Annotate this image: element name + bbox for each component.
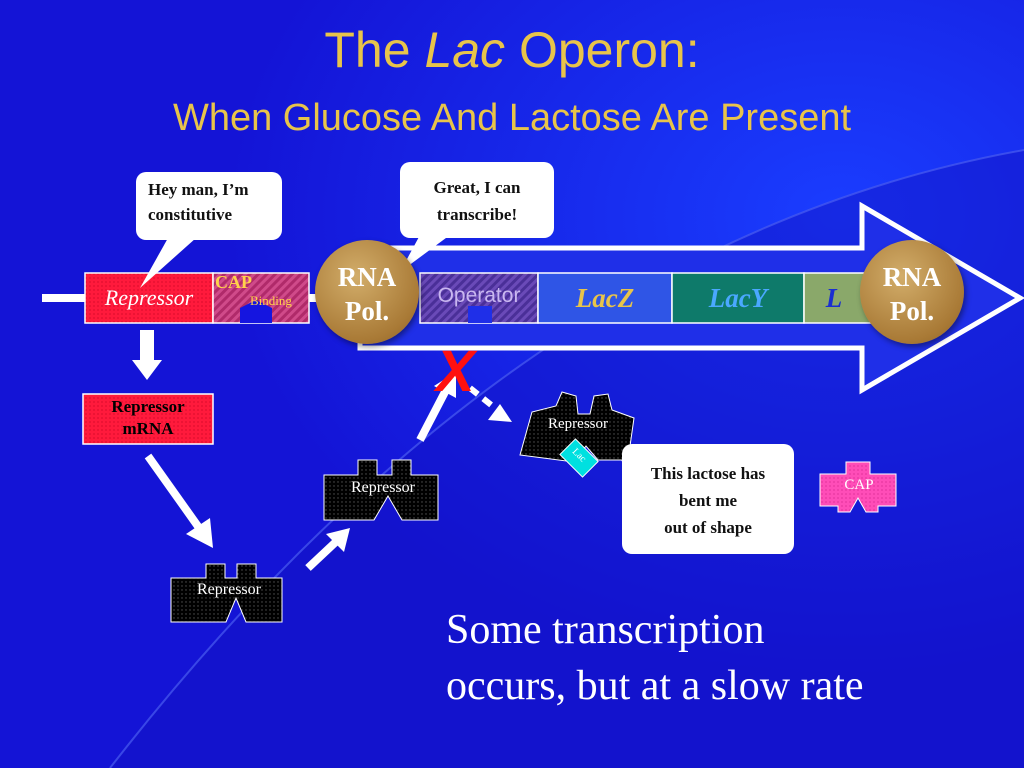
bubble-line: Great, I can xyxy=(433,178,521,197)
operator-notch xyxy=(468,306,492,323)
bubble-line: This lactose has xyxy=(650,464,766,483)
conclusion-line1: Some transcription xyxy=(446,607,765,653)
slide-subtitle: When Glucose And Lactose Are Present xyxy=(172,97,852,139)
operator-label: Operator xyxy=(437,284,521,307)
repressor-mrna-box xyxy=(82,393,214,445)
rna-pol-line2: Pol. xyxy=(889,296,935,326)
cap-protein-label: CAP xyxy=(844,477,874,493)
conclusion-text: Some transcription occurs, but at a slow… xyxy=(446,602,1006,714)
repressor-bubble-tail xyxy=(140,238,196,288)
down-arrow xyxy=(132,330,162,380)
bubble-line: constitutive xyxy=(148,205,233,224)
mrna-line2: mRNA xyxy=(122,419,174,438)
title-lac: Lac xyxy=(424,22,506,78)
arrow-repressor-to-repressor xyxy=(305,535,343,571)
rna-pol-line1: RNA xyxy=(337,262,397,292)
polymerase-speech-bubble: Great, I can transcribe! xyxy=(400,162,554,238)
dashed-arrow xyxy=(468,385,502,415)
repressor-protein-bottom xyxy=(170,563,283,623)
laca-label: L xyxy=(825,283,843,313)
repressor-protein-label: Repressor xyxy=(351,479,415,496)
arrow-repressor-to-operator xyxy=(416,388,450,442)
repressor-protein-label: Repressor xyxy=(197,581,261,598)
cap-site-label: CAP xyxy=(215,272,252,292)
bubble-line: out of shape xyxy=(664,518,752,537)
lactose-speech-bubble: This lactose has bent me out of shape xyxy=(622,444,794,554)
blocked-x-mark: X xyxy=(436,339,475,404)
title-prefix: The xyxy=(324,22,411,78)
lacy-gene xyxy=(671,272,805,324)
title-suffix: Operon: xyxy=(518,22,700,78)
rna-pol-line1: RNA xyxy=(882,262,942,292)
bubble-line: bent me xyxy=(678,491,738,510)
cap-protein xyxy=(819,461,897,513)
rna-pol-line2: Pol. xyxy=(344,296,390,326)
polymerase-bubble-tail xyxy=(400,235,450,272)
binding-label: Binding xyxy=(250,293,292,308)
repressor-protein-label: Repressor xyxy=(548,416,608,432)
slide-title: The Lac Operon: xyxy=(0,22,1024,78)
bubble-line: Hey man, I’m xyxy=(148,180,249,199)
repressor-mrna-label: Repressor mRNA xyxy=(83,396,213,440)
lacy-label: LacY xyxy=(708,283,768,313)
repressor-speech-bubble: Hey man, I’m constitutive xyxy=(136,172,282,240)
lactose-molecule xyxy=(559,438,599,478)
conclusion-line2: occurs, but at a slow rate xyxy=(446,663,864,709)
cap-site-notch xyxy=(240,300,272,323)
rna-polymerase-right: RNA Pol. xyxy=(860,240,964,344)
lacz-label: LacZ xyxy=(575,283,635,313)
repressor-protein-middle xyxy=(323,459,439,521)
mrna-line1: Repressor xyxy=(111,397,185,416)
repressor-gene-label: Repressor xyxy=(104,285,194,310)
repressor-protein-bent xyxy=(519,391,635,463)
bubble-line: transcribe! xyxy=(436,205,518,224)
rna-polymerase-left: RNA Pol. xyxy=(315,240,419,344)
arrow-mrna-to-repressor xyxy=(144,453,206,535)
